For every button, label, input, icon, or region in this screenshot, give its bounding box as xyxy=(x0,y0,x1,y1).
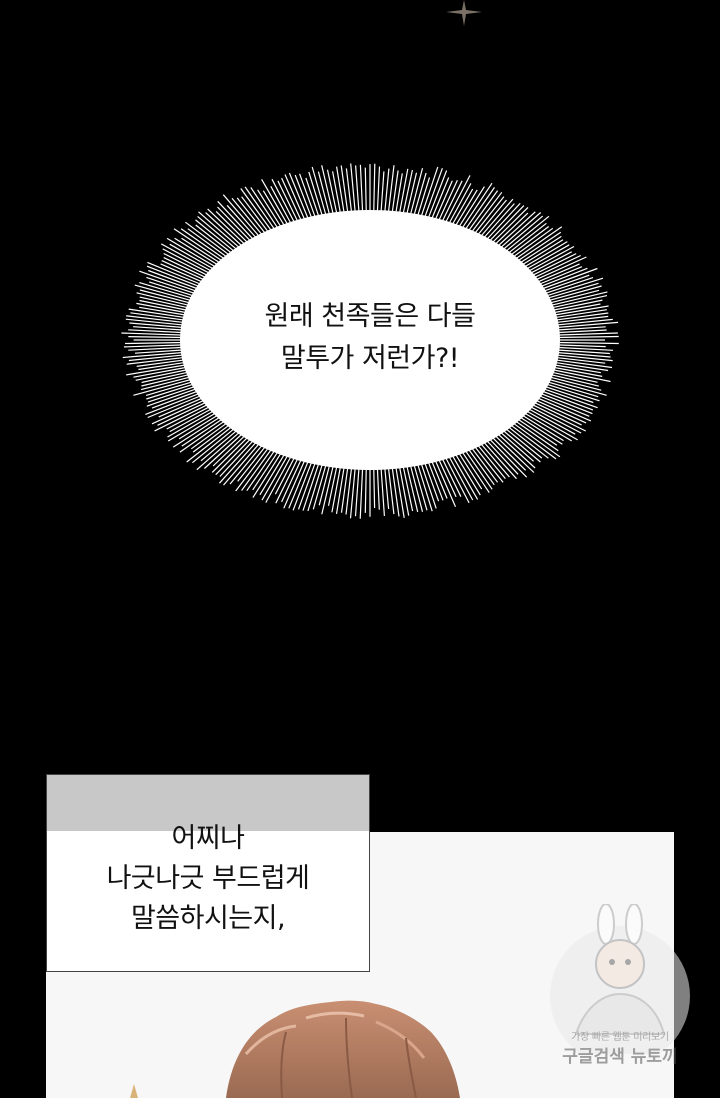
character-hair-illustration xyxy=(130,1000,460,1098)
narration-caption-box: 어찌나 나긋나긋 부드럽게 말씀하시는지, xyxy=(46,774,370,972)
sparkle-icon xyxy=(446,0,482,26)
burst-spikes xyxy=(121,163,619,519)
burst-text-line-2: 말투가 저런가?! xyxy=(280,343,460,374)
watermark-tagline: 가장 빠른 웹툰 미리보기 xyxy=(571,1032,669,1043)
watermark-brand: 구글검색 뉴토끼 xyxy=(562,1047,678,1067)
burst-body xyxy=(180,210,560,470)
burst-bubble-text: 원래 천족들은 다들 말투가 저런가?! xyxy=(200,296,540,380)
caption-header-shade xyxy=(47,775,369,831)
caption-line-2: 나긋나긋 부드럽게 xyxy=(106,863,310,894)
site-watermark: 가장 빠른 웹툰 미리보기 구글검색 뉴토끼 xyxy=(540,904,700,1080)
burst-text-line-1: 원래 천족들은 다들 xyxy=(264,301,476,332)
caption-line-1: 어찌나 xyxy=(171,823,245,854)
caption-line-3: 말씀하시는지, xyxy=(130,903,286,934)
bunny-mascot-icon xyxy=(550,904,690,1054)
caption-text: 어찌나 나긋나긋 부드럽게 말씀하시는지, xyxy=(47,819,369,939)
burst-speech-bubble xyxy=(121,163,619,519)
